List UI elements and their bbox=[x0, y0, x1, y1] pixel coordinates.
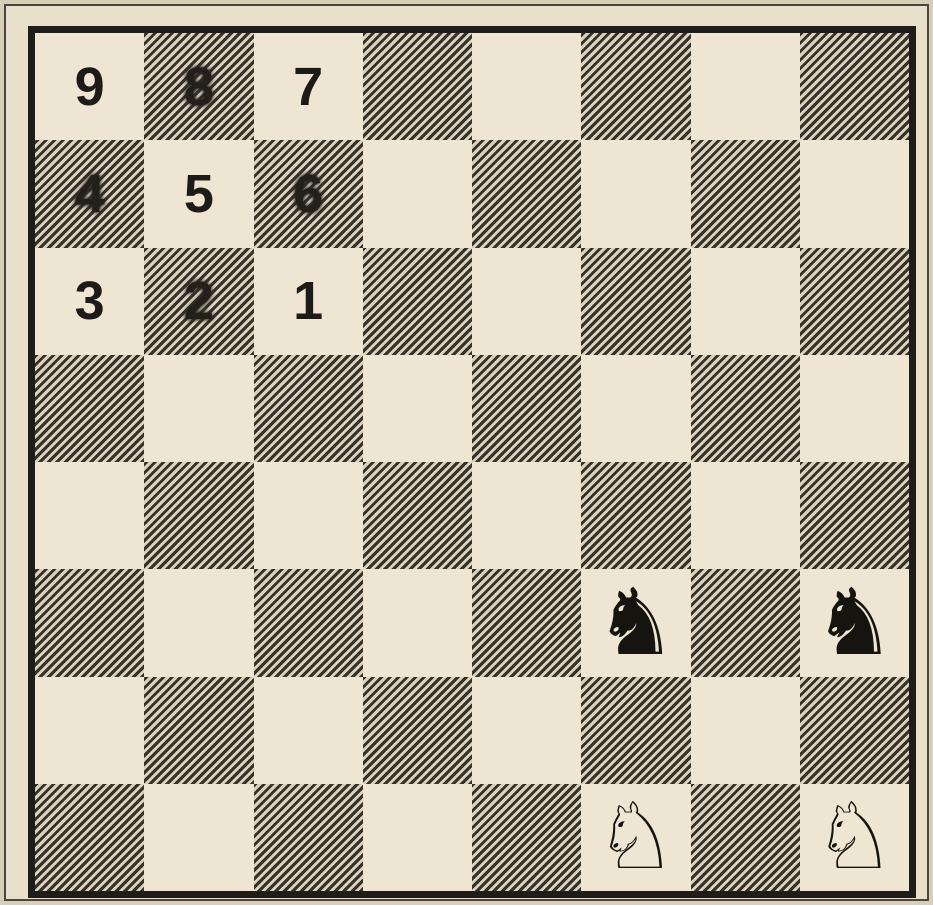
square-e5[interactable] bbox=[472, 355, 581, 462]
square-number-label: 9 bbox=[75, 60, 105, 114]
square-c3[interactable] bbox=[254, 569, 363, 676]
square-c5[interactable] bbox=[254, 355, 363, 462]
square-d4[interactable] bbox=[363, 462, 472, 569]
square-c4[interactable] bbox=[254, 462, 363, 569]
square-h2[interactable] bbox=[800, 677, 909, 784]
square-e7[interactable] bbox=[472, 140, 581, 247]
square-b7[interactable]: 5 bbox=[144, 140, 253, 247]
square-number-label: 8 bbox=[184, 60, 214, 114]
square-e6[interactable] bbox=[472, 248, 581, 355]
white-knight-icon[interactable]: ♘ bbox=[595, 791, 677, 883]
square-number-label: 6 bbox=[293, 167, 323, 221]
square-g7[interactable] bbox=[691, 140, 800, 247]
square-h5[interactable] bbox=[800, 355, 909, 462]
square-h6[interactable] bbox=[800, 248, 909, 355]
square-e3[interactable] bbox=[472, 569, 581, 676]
square-b1[interactable] bbox=[144, 784, 253, 891]
square-a5[interactable] bbox=[35, 355, 144, 462]
square-c6[interactable]: 1 bbox=[254, 248, 363, 355]
square-g3[interactable] bbox=[691, 569, 800, 676]
square-number-label: 2 bbox=[184, 274, 214, 328]
square-d6[interactable] bbox=[363, 248, 472, 355]
square-number-label: 4 bbox=[75, 167, 105, 221]
square-g5[interactable] bbox=[691, 355, 800, 462]
square-c1[interactable] bbox=[254, 784, 363, 891]
square-d5[interactable] bbox=[363, 355, 472, 462]
square-h8[interactable] bbox=[800, 33, 909, 140]
square-number-label: 1 bbox=[293, 274, 323, 328]
square-a1[interactable] bbox=[35, 784, 144, 891]
square-number-label: 7 bbox=[293, 60, 323, 114]
square-d2[interactable] bbox=[363, 677, 472, 784]
square-c7[interactable]: 6 bbox=[254, 140, 363, 247]
square-d7[interactable] bbox=[363, 140, 472, 247]
square-a4[interactable] bbox=[35, 462, 144, 569]
square-a2[interactable] bbox=[35, 677, 144, 784]
square-b4[interactable] bbox=[144, 462, 253, 569]
square-d3[interactable] bbox=[363, 569, 472, 676]
black-knight-icon[interactable]: ♞ bbox=[595, 577, 677, 669]
square-b6[interactable]: 2 bbox=[144, 248, 253, 355]
square-b5[interactable] bbox=[144, 355, 253, 462]
square-number-label: 5 bbox=[184, 167, 214, 221]
square-e2[interactable] bbox=[472, 677, 581, 784]
square-f6[interactable] bbox=[581, 248, 690, 355]
square-a6[interactable]: 3 bbox=[35, 248, 144, 355]
square-g2[interactable] bbox=[691, 677, 800, 784]
square-f5[interactable] bbox=[581, 355, 690, 462]
black-knight-icon[interactable]: ♞ bbox=[813, 577, 895, 669]
square-f2[interactable] bbox=[581, 677, 690, 784]
square-d8[interactable] bbox=[363, 33, 472, 140]
square-c8[interactable]: 7 bbox=[254, 33, 363, 140]
square-e8[interactable] bbox=[472, 33, 581, 140]
square-f7[interactable] bbox=[581, 140, 690, 247]
square-c2[interactable] bbox=[254, 677, 363, 784]
chess-board: 9 8 7 4 5 6 3 2 1 ♞ ♞ ♘ ♘ bbox=[28, 26, 916, 898]
square-b2[interactable] bbox=[144, 677, 253, 784]
page-frame: 9 8 7 4 5 6 3 2 1 ♞ ♞ ♘ ♘ bbox=[4, 4, 929, 901]
square-d1[interactable] bbox=[363, 784, 472, 891]
square-b3[interactable] bbox=[144, 569, 253, 676]
square-number-label: 3 bbox=[75, 274, 105, 328]
white-knight-icon[interactable]: ♘ bbox=[813, 791, 895, 883]
square-g4[interactable] bbox=[691, 462, 800, 569]
square-e1[interactable] bbox=[472, 784, 581, 891]
square-b8[interactable]: 8 bbox=[144, 33, 253, 140]
square-a7[interactable]: 4 bbox=[35, 140, 144, 247]
square-f1[interactable]: ♘ bbox=[581, 784, 690, 891]
square-h1[interactable]: ♘ bbox=[800, 784, 909, 891]
square-a3[interactable] bbox=[35, 569, 144, 676]
square-f3[interactable]: ♞ bbox=[581, 569, 690, 676]
square-f8[interactable] bbox=[581, 33, 690, 140]
square-g1[interactable] bbox=[691, 784, 800, 891]
square-f4[interactable] bbox=[581, 462, 690, 569]
square-h4[interactable] bbox=[800, 462, 909, 569]
square-h3[interactable]: ♞ bbox=[800, 569, 909, 676]
square-g6[interactable] bbox=[691, 248, 800, 355]
square-a8[interactable]: 9 bbox=[35, 33, 144, 140]
square-h7[interactable] bbox=[800, 140, 909, 247]
square-e4[interactable] bbox=[472, 462, 581, 569]
square-g8[interactable] bbox=[691, 33, 800, 140]
